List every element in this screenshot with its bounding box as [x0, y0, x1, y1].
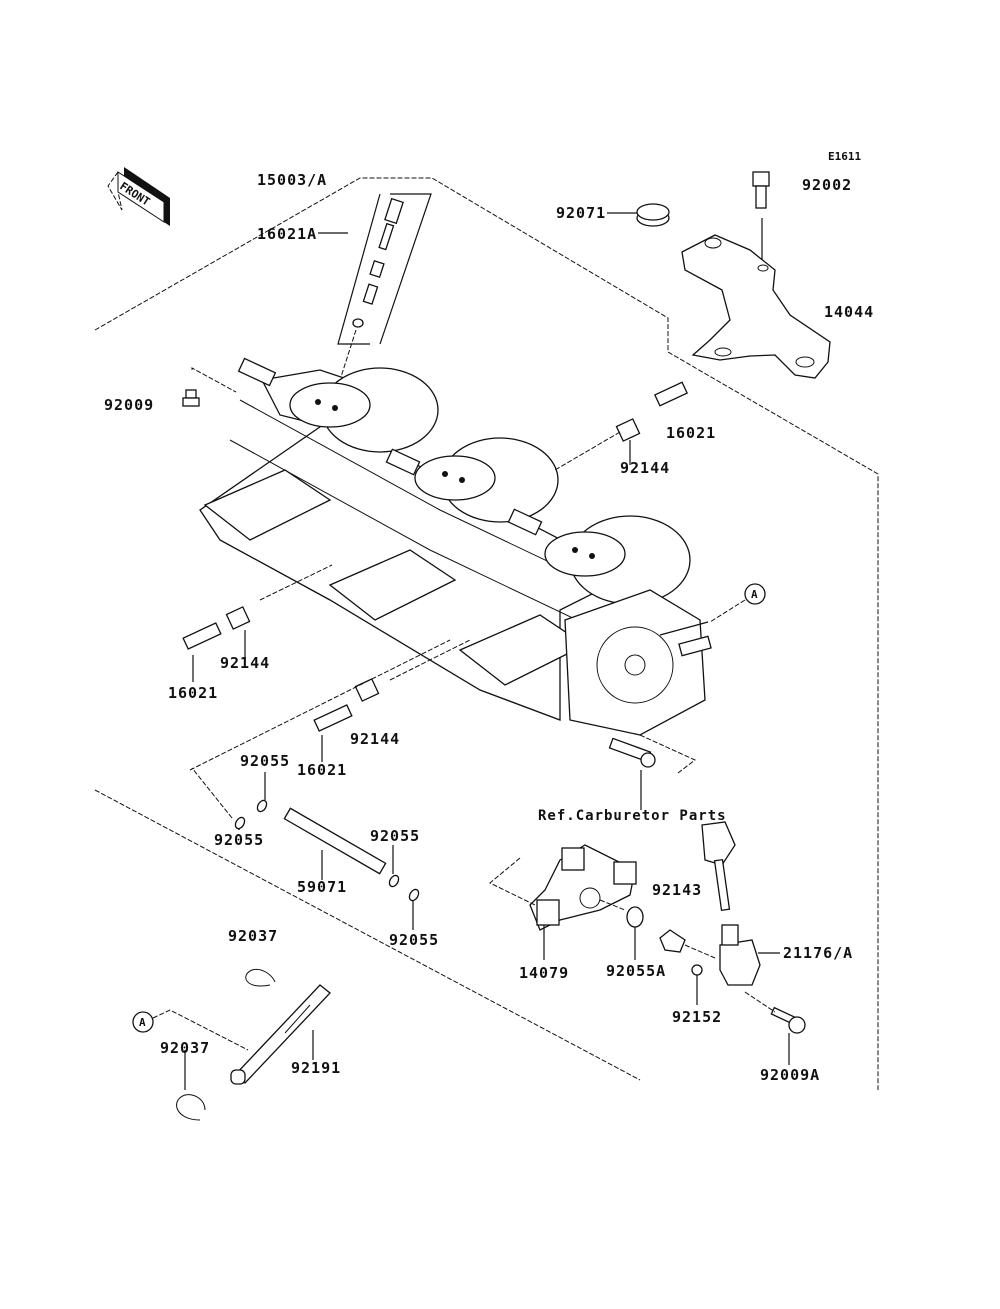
callout-92055A: 92055A — [606, 962, 666, 980]
callout-92002: 92002 — [802, 176, 852, 194]
front-arrow-icon: FRONT — [107, 167, 170, 226]
part-92009-screw — [182, 367, 237, 407]
callout-15003-A: 15003/A — [257, 171, 327, 189]
part-92191-hose — [230, 984, 331, 1085]
part-92055A-o-ring — [626, 906, 644, 960]
callout-16021-top: 16021 — [666, 424, 716, 442]
reference-note: Ref.Carburetor Parts — [538, 808, 727, 824]
callout-92152: 92152 — [672, 1008, 722, 1026]
callout-92143: 92143 — [652, 881, 702, 899]
part-16021-92144-upper — [554, 381, 688, 471]
callout-92055-b: 92055 — [214, 831, 264, 849]
callout-92055-a: 92055 — [240, 752, 290, 770]
callout-92191: 92191 — [291, 1059, 341, 1077]
callout-92144-left: 92144 — [220, 654, 270, 672]
callout-92055-d: 92055 — [389, 931, 439, 949]
part-92152-washer — [691, 964, 703, 1005]
connector-a-marker-bottom: A — [132, 1009, 249, 1051]
callout-16021A: 16021A — [257, 225, 317, 243]
callout-92009: 92009 — [104, 396, 154, 414]
part-16021A-kit — [318, 193, 432, 381]
callout-14079: 14079 — [519, 964, 569, 982]
assembly-frame — [94, 177, 879, 1090]
part-92071-grommet — [607, 203, 670, 227]
callout-92071: 92071 — [556, 204, 606, 222]
part-59071-pipe — [283, 807, 387, 880]
part-14044-bracket — [681, 234, 831, 379]
callout-92037-a: 92037 — [228, 927, 278, 945]
svg-text:A: A — [139, 1016, 146, 1029]
callout-92037-b: 92037 — [160, 1039, 210, 1057]
part-92009A-screw — [744, 991, 806, 1065]
callout-14044: 14044 — [824, 303, 874, 321]
callout-16021-left: 16021 — [168, 684, 218, 702]
part-21176-A-sensor — [659, 821, 780, 986]
part-16021-92144-mid — [189, 639, 471, 771]
callout-92144-top: 92144 — [620, 459, 670, 477]
callout-21176-A: 21176/A — [783, 944, 853, 962]
callout-16021-mid: 16021 — [297, 761, 347, 779]
callout-59071: 59071 — [297, 878, 347, 896]
connector-a-marker-top: A — [709, 583, 766, 623]
clamps-92037 — [176, 968, 276, 1121]
callout-92144-mid: 92144 — [350, 730, 400, 748]
figure-code: E1611 — [828, 150, 861, 163]
o-rings-92055 — [191, 767, 420, 930]
part-16021-92144-left — [182, 564, 333, 682]
part-14079-bracket — [489, 844, 637, 960]
callout-92055-c: 92055 — [370, 827, 420, 845]
svg-text:A: A — [751, 588, 758, 601]
callout-92009A: 92009A — [760, 1066, 820, 1084]
carburetor-assembly — [199, 357, 712, 810]
part-92002-bolt — [752, 171, 770, 268]
